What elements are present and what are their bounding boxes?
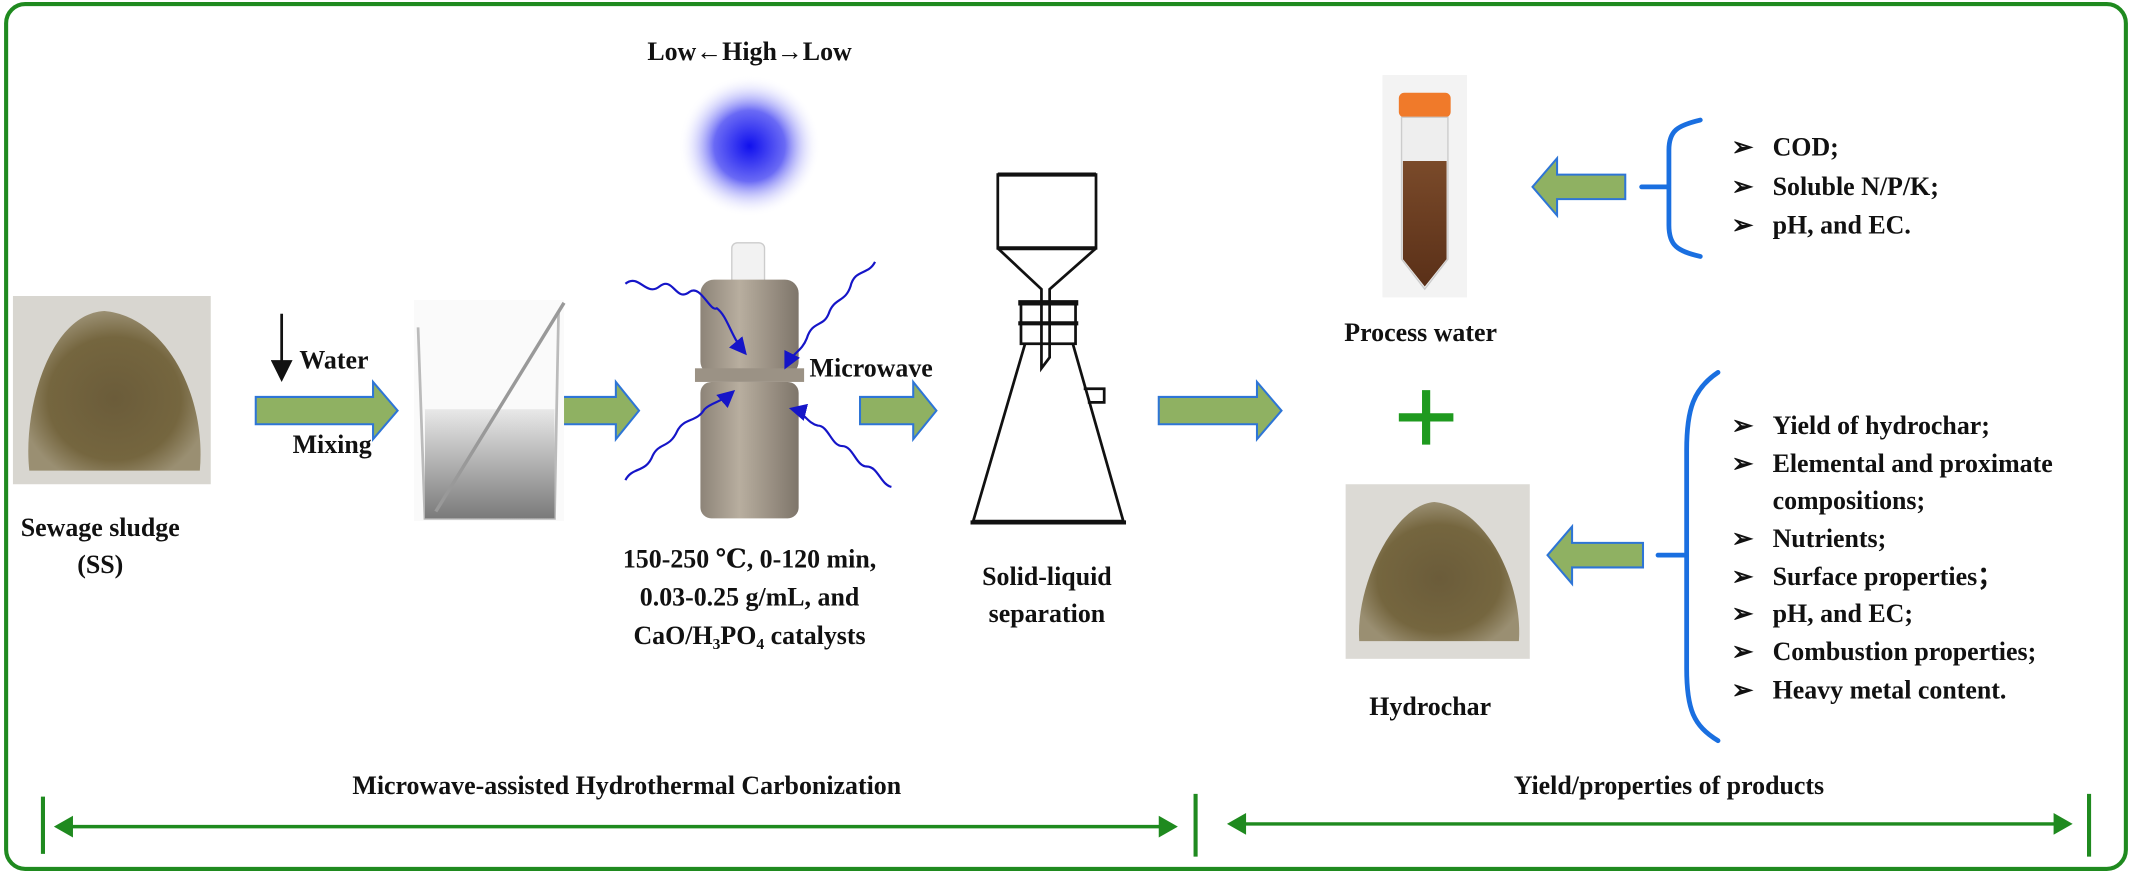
- reactor-conditions-line-1: 150-250 ℃, 0-120 min,: [623, 544, 876, 573]
- hydrochar-photo: [1345, 484, 1530, 659]
- list-bullet-icon: ➢: [1732, 524, 1754, 553]
- reactor-conditions-line-3: CaO/H₃PO₄ catalysts: [633, 621, 865, 650]
- sewage-sludge-abbrev: (SS): [77, 550, 123, 579]
- process-water-arrow: [1531, 155, 1627, 219]
- list-item: Yield of hydrochar;: [1773, 411, 1990, 440]
- stage-label-products: Yield/properties of products: [1514, 771, 1824, 800]
- flow-arrow-4: [1157, 379, 1283, 442]
- flow-arrow-2: [561, 379, 641, 443]
- list-bullet-icon: ➢: [1732, 133, 1754, 162]
- beaker-photo: [413, 300, 566, 522]
- process-water-properties-list: ➢ COD; ➢ Soluble N/P/K; ➢ pH, and EC.: [1732, 133, 1939, 240]
- mhtc-span-arrow: [53, 815, 1178, 838]
- mixing-label: Mixing: [293, 430, 372, 459]
- list-bullet-icon: ➢: [1732, 411, 1754, 440]
- list-item: pH, and EC;: [1773, 599, 1913, 628]
- microwave-label: Microwave: [810, 353, 933, 382]
- outer-frame: [4, 2, 2128, 871]
- list-bullet-icon: ➢: [1732, 562, 1754, 591]
- list-bullet-icon: ➢: [1732, 599, 1754, 628]
- list-bullet-icon: ➢: [1732, 449, 1754, 478]
- flow-arrow-3: [859, 379, 938, 443]
- hydrochar-label: Hydrochar: [1369, 692, 1491, 721]
- list-bullet-icon: ➢: [1732, 637, 1754, 666]
- hydrochar-brace: [1655, 370, 1721, 744]
- separation-label-line-1: Solid-liquid: [982, 562, 1112, 591]
- list-item: Combustion properties;: [1773, 637, 2037, 666]
- list-item: Nutrients;: [1773, 524, 1887, 553]
- list-item: Heavy metal content.: [1773, 675, 2007, 704]
- microwave-reactor-vessel: [694, 242, 805, 519]
- sewage-sludge-photo: [12, 296, 211, 485]
- list-item: COD;: [1773, 133, 1839, 162]
- flow-arrow-1: [254, 379, 399, 442]
- list-item-continuation: compositions;: [1773, 486, 1926, 515]
- list-item: Surface properties；: [1773, 562, 2003, 591]
- list-bullet-icon: ➢: [1732, 172, 1754, 201]
- process-water-tube-photo: [1382, 75, 1468, 298]
- intensity-scale-label: Low←High→Low: [647, 37, 852, 66]
- products-span-arrow: [1226, 812, 2073, 835]
- hydrochar-arrow: [1546, 523, 1645, 587]
- hydrochar-properties-list: ➢ Yield of hydrochar; ➢ Elemental and pr…: [1732, 411, 2053, 705]
- separation-label-line-2: separation: [989, 599, 1106, 628]
- reactor-conditions-line-2: 0.03-0.25 g/mL, and: [640, 583, 860, 612]
- sewage-sludge-label: Sewage sludge: [21, 513, 180, 542]
- list-item: Soluble N/P/K;: [1773, 172, 1939, 201]
- microwave-wave-arrows-icon: [624, 261, 892, 489]
- list-item: pH, and EC.: [1773, 210, 1911, 239]
- list-bullet-icon: ➢: [1732, 210, 1754, 239]
- filtration-flask-icon: [970, 172, 1127, 525]
- plus-icon: [1398, 390, 1454, 445]
- process-water-brace: [1639, 117, 1703, 259]
- stage-label-mhtc: Microwave-assisted Hydrothermal Carboniz…: [352, 771, 901, 800]
- list-bullet-icon: ➢: [1732, 675, 1754, 704]
- process-water-label: Process water: [1344, 318, 1497, 347]
- microwave-glow: [678, 75, 821, 217]
- list-item: Elemental and proximate: [1773, 449, 2053, 478]
- water-label: Water: [299, 345, 368, 374]
